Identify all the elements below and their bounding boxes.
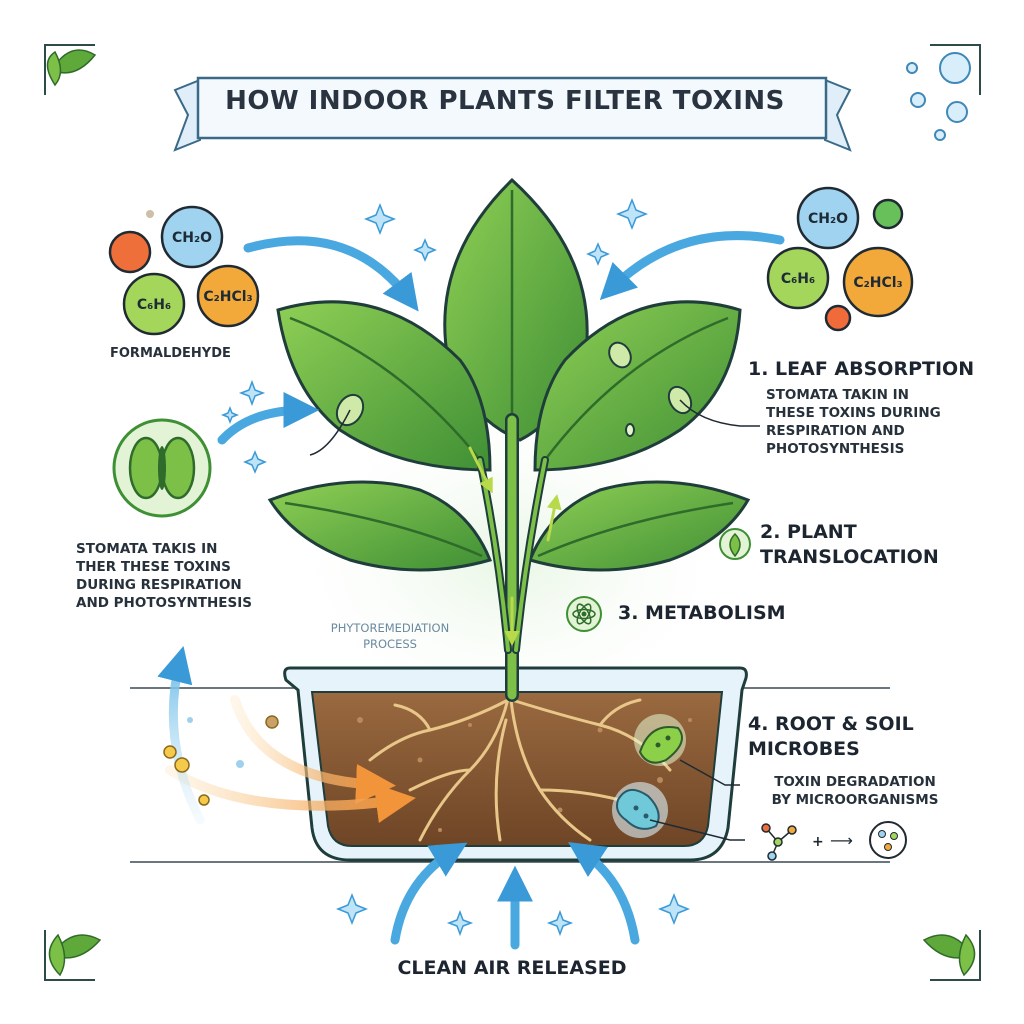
corner-frames [44,44,981,981]
stomata-left-line: STOMATA TAKIS IN [76,541,218,557]
molecules-left [108,205,260,336]
molecule-benzene-right: C₆H₆ [781,271,815,287]
root-title-line: MICROBES [748,738,860,760]
molecule-trichloroethylene-left: C₂HCl₃ [203,289,252,305]
toxin-particles [163,715,279,806]
translocation-line: TRANSLOCATION [760,546,939,568]
leaf-desc-line: STOMATA TAKIN IN [766,387,909,403]
translocation-line: 2. PLANT [760,521,857,543]
stomata-illustration [112,418,212,518]
leaf-desc-line: RESPIRATION AND [766,423,905,439]
process-label-line: PHYTOREMEDIATION [330,621,450,635]
step-root-microbes-description: TOXIN DEGRADATION BY MICROORGANISMS [740,773,970,809]
product-molecule-icon [869,821,907,859]
molecule-network-icon [761,823,797,861]
reaction-plus: + [812,834,824,850]
stomata-left-line: THER THESE TOXINS [76,559,231,575]
stomata-description-left: STOMATA TAKIS IN THER THESE TOXINS DURIN… [76,540,276,612]
molecule-benzene-left: C₆H₆ [137,297,171,313]
molecule-trichloroethylene-right: C₂HCl₃ [853,275,902,291]
stomata-left-line: DURING RESPIRATION [76,577,242,593]
sparkles [220,197,691,937]
molecules-right [766,186,914,332]
process-label: PHYTOREMEDIATION PROCESS [300,620,480,652]
stomata-left-line: AND PHOTOSYNTHESIS [76,595,253,611]
leader-lines [309,399,760,841]
step-metabolism-title: 3. METABOLISM [618,602,786,624]
plant-leaves [267,177,751,572]
page-title: HOW INDOOR PLANTS FILTER TOXINS [225,86,785,116]
formaldehyde-label: FORMALDEHYDE [110,346,231,361]
root-desc-line: BY MICROORGANISMS [771,792,939,808]
atom-icon [566,596,602,632]
plant-stem [468,413,562,702]
clean-air-arrows [390,842,640,950]
step-leaf-absorption-title: 1. LEAF ABSORPTION [748,358,975,380]
rising-air-arrow [157,646,205,825]
molecule-formaldehyde-left: CH₂O [172,230,212,246]
step-leaf-absorption-description: STOMATA TAKIN IN THESE TOXINS DURING RES… [766,386,986,458]
leaf-step-icon [719,528,751,560]
leaf-desc-line: PHOTOSYNTHESIS [766,441,905,457]
step-root-microbes-title: 4. ROOT & SOIL MICROBES [748,712,914,762]
step-translocation-title: 2. PLANT TRANSLOCATION [760,520,939,570]
title-banner [173,76,852,152]
root-desc-line: TOXIN DEGRADATION [774,774,936,790]
process-label-line: PROCESS [363,637,417,651]
leaf-desc-line: THESE TOXINS DURING [766,405,941,421]
corner-leaves [46,49,976,977]
reaction-arrow: ⟶ [830,831,853,850]
soil-air-arrows [165,695,416,823]
clean-air-label: CLEAN AIR RELEASED [397,957,627,979]
soil-microbes [612,714,686,838]
dust-dots [146,210,244,768]
air-bubbles [906,52,971,141]
toxin-arrows [217,231,785,445]
molecule-formaldehyde-right: CH₂O [808,211,848,227]
root-title-line: 4. ROOT & SOIL [748,713,914,735]
